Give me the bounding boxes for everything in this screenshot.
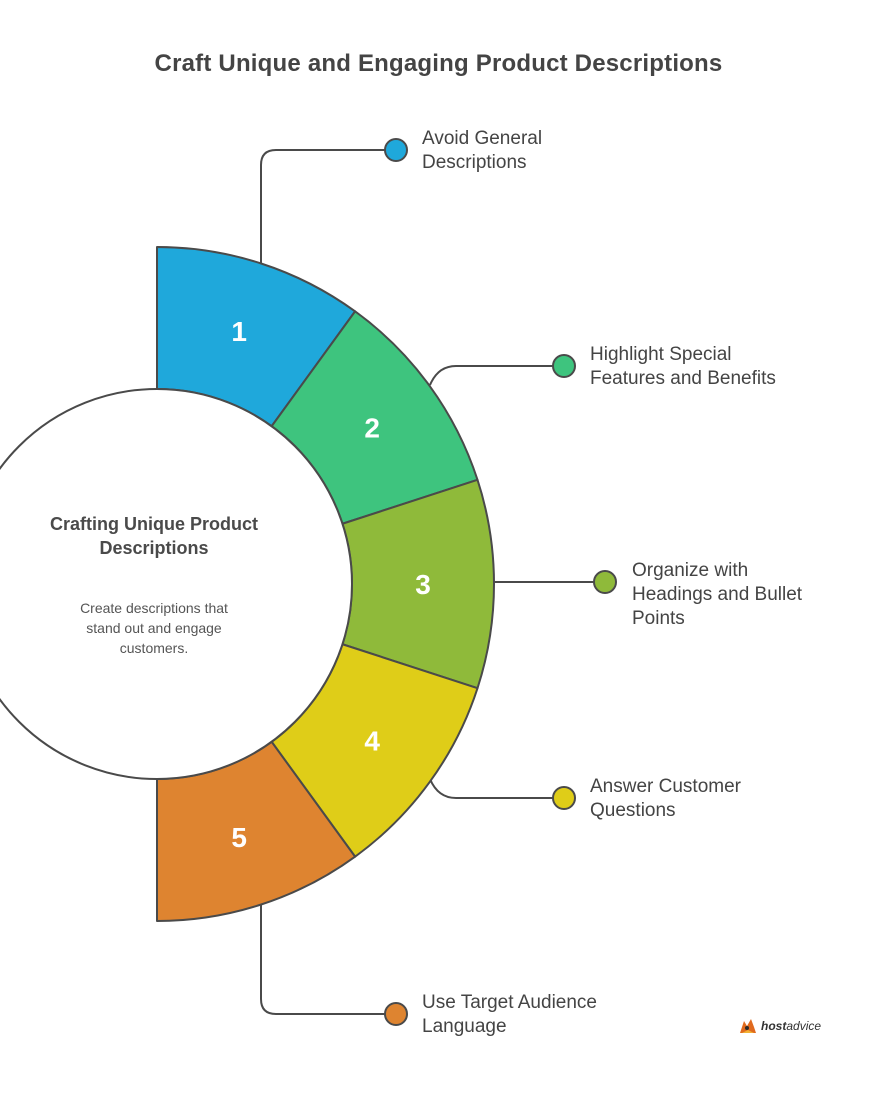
- step-label-3: Organize with Headings and Bullet Points: [632, 560, 803, 629]
- connectors: [260, 149, 605, 1015]
- connector-dots: [384, 138, 617, 1026]
- segment-number-4: 4: [364, 725, 380, 756]
- logo-text: hostadvice: [761, 1019, 821, 1033]
- step-label-2: Highlight Special Features and Benefits: [590, 344, 776, 389]
- center-description: Create descriptions that stand out and e…: [80, 600, 228, 656]
- connector-dot-4: [552, 786, 576, 810]
- connector-dot-1: [384, 138, 408, 162]
- hostadvice-logo: hostadvice: [738, 1017, 821, 1035]
- logo-text-bold: host: [761, 1019, 787, 1033]
- step-label-4: Answer Customer Questions: [590, 776, 741, 821]
- connector-dot-5: [384, 1002, 408, 1026]
- connector-dot-3: [593, 570, 617, 594]
- center-circle: [0, 388, 353, 780]
- page-title: Craft Unique and Engaging Product Descri…: [154, 50, 723, 77]
- connector-4: [429, 778, 564, 799]
- segment-number-5: 5: [231, 822, 247, 853]
- step-label-5: Use Target Audience Language: [422, 992, 597, 1037]
- logo-text-regular: advice: [786, 1019, 822, 1033]
- segment-number-3: 3: [415, 569, 431, 600]
- center-title: Crafting Unique Product Descriptions: [50, 514, 258, 558]
- fox-icon: [740, 1019, 756, 1033]
- connector-2: [429, 365, 564, 386]
- segment-number-1: 1: [231, 316, 247, 347]
- step-label-1: Avoid General Descriptions: [422, 128, 543, 173]
- connector-1: [260, 149, 396, 264]
- connector-5: [260, 900, 396, 1015]
- segment-numbers: 1 2 3 4 5: [231, 316, 430, 853]
- segment-number-2: 2: [364, 413, 380, 444]
- connector-dot-2: [552, 354, 576, 378]
